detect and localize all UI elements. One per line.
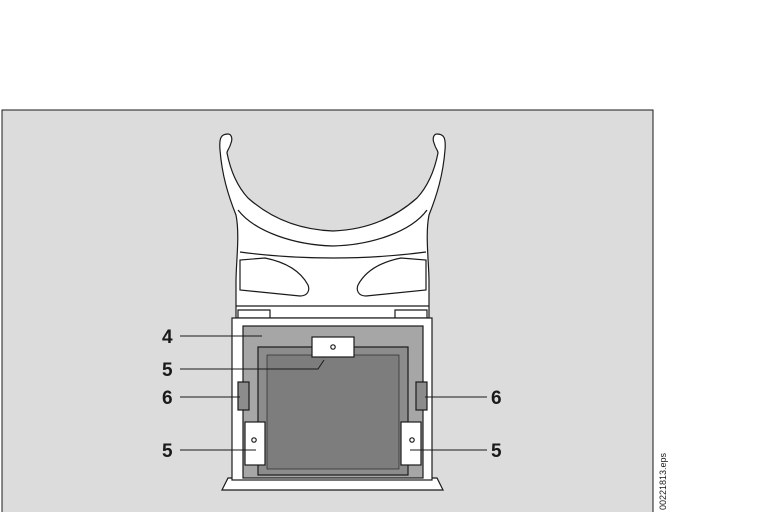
clips	[244, 336, 422, 466]
clip-bottom-left	[244, 421, 266, 466]
holder-inner-curve	[237, 209, 428, 247]
cassette-inner	[266, 354, 400, 470]
latches	[237, 381, 428, 411]
cassette-tray	[221, 317, 444, 491]
leader-lines	[180, 335, 487, 451]
callout-6-left: 6	[162, 388, 173, 409]
clip-top-hole	[330, 344, 336, 350]
right-grip	[356, 257, 427, 297]
tray-foot	[221, 477, 444, 491]
holder-base-tab-right	[394, 309, 428, 319]
callout-5-top: 5	[162, 360, 173, 381]
callout-6-right: 6	[491, 388, 502, 409]
holder-rim	[239, 251, 427, 259]
clip-bottom-right-hole	[409, 437, 415, 443]
clip-bottom-left-hole	[251, 437, 257, 443]
holder-frame	[219, 133, 446, 319]
leader-5-top	[180, 359, 325, 370]
callout-4: 4	[162, 327, 173, 348]
holder-base-tab-left	[237, 309, 271, 319]
callout-5-left: 5	[162, 441, 173, 462]
clip-bottom-right	[400, 421, 422, 466]
file-reference: 00221813.eps	[658, 452, 668, 510]
latch-left	[237, 381, 250, 411]
latch-right	[415, 381, 428, 411]
callout-5-right: 5	[491, 441, 502, 462]
left-grip	[239, 257, 310, 297]
